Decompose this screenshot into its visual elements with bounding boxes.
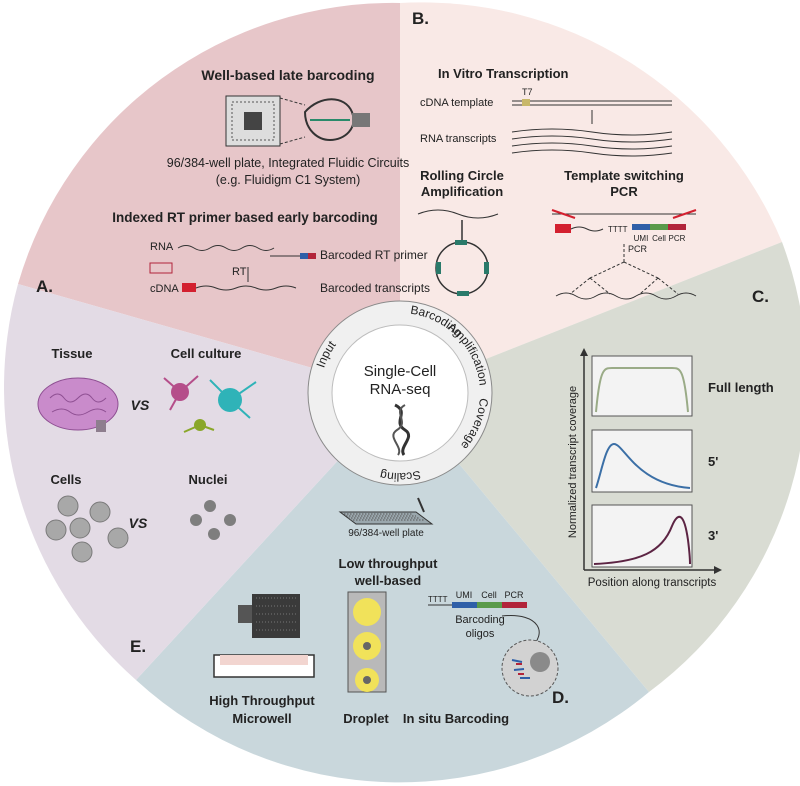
- barcoded-rt-primer-label: Barcoded RT primer: [320, 248, 428, 262]
- cells-label: Cells: [50, 472, 81, 487]
- high-throughput-title-1: High Throughput: [209, 693, 315, 708]
- section-a: A. Well-based late barcoding 96/384-well…: [36, 67, 430, 296]
- section-d: D. 96/384-well plate Low throughput well…: [209, 497, 569, 726]
- t7-label: T7: [522, 87, 533, 97]
- droplet-title: Droplet: [343, 711, 389, 726]
- coverage-xlabel: Position along transcripts: [588, 577, 717, 589]
- ts-umi: UMI: [634, 234, 649, 243]
- center-title-line1: Single-Cell: [364, 363, 437, 380]
- early-barcoding-title: Indexed RT primer based early barcoding: [112, 210, 378, 225]
- section-c-letter: C.: [752, 287, 769, 306]
- insitu-cell-icon: [501, 639, 559, 697]
- dna-helix-icon: [392, 403, 411, 456]
- droplet-icon: [347, 591, 387, 693]
- insitu-title: In situ Barcoding: [403, 711, 509, 726]
- five-prime-curve: [595, 442, 691, 489]
- barcoding-oligos-1: Barcoding: [455, 614, 505, 626]
- cells-icon: [45, 495, 129, 563]
- pcr-label: PCR: [628, 244, 648, 254]
- cdna-label: cDNA: [150, 283, 179, 295]
- low-throughput-title-2: well-based: [354, 573, 422, 588]
- coverage-ylabel: Normalized transcript coverage: [567, 386, 579, 538]
- sector-b: [400, 2, 782, 394]
- center-hub: Barcoding Amplification Coverage Scaling…: [307, 300, 493, 486]
- three-prime-label: 3': [708, 528, 718, 543]
- ring-label-scaling: Scaling: [379, 468, 422, 484]
- oligo-umi: UMI: [456, 590, 473, 600]
- rca-title-1: Rolling Circle: [420, 168, 504, 183]
- cell-culture-icon: [163, 375, 257, 433]
- vs-label-2: VS: [129, 515, 148, 531]
- cdna-template-label: cDNA template: [420, 97, 493, 109]
- full-length-panel: [591, 355, 693, 417]
- rt-label: RT: [232, 266, 247, 278]
- nuclei-icon: [190, 500, 236, 540]
- rna-label: RNA: [150, 241, 174, 253]
- five-prime-panel: [591, 429, 693, 493]
- three-prime-panel: [591, 504, 693, 568]
- rca-title-2: Amplification: [421, 184, 503, 199]
- late-caption-2: (e.g. Fluidigm C1 System): [216, 173, 360, 187]
- section-c: C. Normalized transcript coverage Positi…: [567, 287, 774, 589]
- late-barcoding-title: Well-based late barcoding: [201, 67, 374, 83]
- center-title-line2: RNA-seq: [370, 381, 431, 398]
- brain-icon: [37, 377, 119, 432]
- rna-transcripts-label: RNA transcripts: [420, 133, 497, 145]
- sector-a: [18, 2, 400, 393]
- nuclei-label: Nuclei: [188, 472, 227, 487]
- late-caption-1: 96/384-well plate, Integrated Fluidic Ci…: [167, 156, 409, 170]
- oligo-pcr: PCR: [504, 590, 524, 600]
- ts-title-2: PCR: [610, 184, 638, 199]
- microwell-icon: [213, 594, 315, 678]
- plate-label: 96/384-well plate: [348, 528, 424, 539]
- section-a-letter: A.: [36, 277, 53, 296]
- sector-e: [4, 284, 401, 680]
- ivt-title: In Vitro Transcription: [438, 66, 569, 81]
- well-plate-icon: [338, 497, 434, 525]
- vs-label-1: VS: [131, 397, 150, 413]
- rna-strand: [177, 245, 275, 251]
- oligo-tttt: TTTT: [428, 595, 448, 604]
- ts-title-1: Template switching: [564, 168, 684, 183]
- section-e-letter: E.: [130, 637, 146, 656]
- section-b: B. In Vitro Transcription T7 cDNA templa…: [412, 9, 697, 300]
- full-length-curve: [595, 367, 689, 413]
- low-throughput-title-1: Low throughput: [339, 556, 439, 571]
- barcoded-transcripts-label: Barcoded transcripts: [320, 281, 430, 295]
- section-d-letter: D.: [552, 688, 569, 707]
- ts-pcr: PCR: [669, 234, 686, 243]
- oligo-cell: Cell: [481, 590, 497, 600]
- section-e: E. Tissue VS Cell culture Cells VS Nucle…: [37, 346, 257, 656]
- ts-tttt: TTTT: [608, 225, 628, 234]
- high-throughput-title-2: Microwell: [232, 711, 291, 726]
- cell-culture-label: Cell culture: [171, 346, 242, 361]
- ts-cell: Cell: [652, 234, 666, 243]
- full-length-label: Full length: [708, 380, 774, 395]
- fluidic-circuit-icon: [225, 95, 370, 147]
- three-prime-curve: [593, 515, 691, 565]
- section-b-letter: B.: [412, 9, 429, 28]
- tissue-label: Tissue: [52, 346, 93, 361]
- barcoding-oligos-2: oligos: [466, 628, 495, 640]
- five-prime-label: 5': [708, 454, 718, 469]
